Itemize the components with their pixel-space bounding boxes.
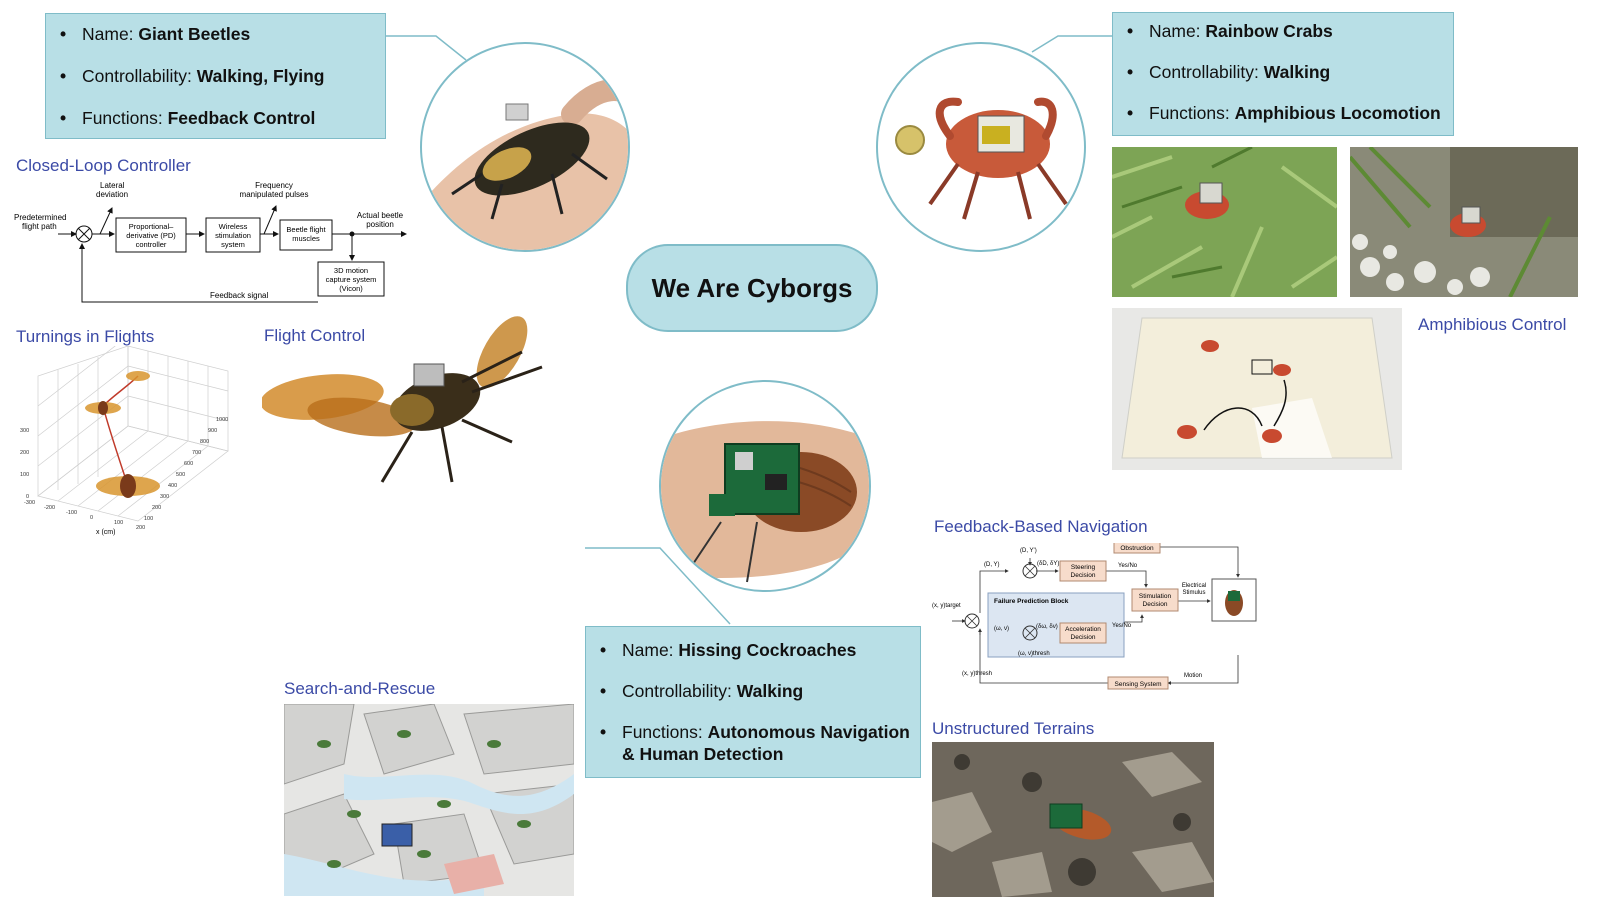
plot-z-ticks: 0 100 200 300 bbox=[20, 428, 29, 500]
svg-text:900: 900 bbox=[208, 428, 217, 434]
search-rescue-illustration bbox=[284, 704, 574, 896]
roach-control-row: Controllability: Walking bbox=[586, 680, 920, 702]
svg-text:200: 200 bbox=[20, 450, 29, 456]
plot-x-ticks: -300 -200 -100 0 100 200 bbox=[24, 500, 145, 531]
nav-uvthresh-label: (ω, ν)thresh bbox=[1018, 651, 1050, 657]
nav-stimulation-box bbox=[1131, 588, 1179, 612]
roach-hand-photo bbox=[659, 380, 871, 592]
roach-info-card: Name: Hissing Cockroaches Controllabilit… bbox=[585, 626, 921, 778]
unstructured-label: Unstructured Terrains bbox=[932, 719, 1095, 738]
nav-dd-label: (δD, δY) bbox=[1037, 561, 1059, 567]
cl-capture-box bbox=[317, 261, 385, 297]
unstructured-terrain-photo bbox=[932, 742, 1214, 897]
beetle-hand-photo bbox=[420, 42, 630, 252]
svg-text:100: 100 bbox=[144, 516, 153, 522]
nav-sensing-label: Sensing System bbox=[1115, 681, 1162, 688]
nav-target-label: (x, y)target bbox=[932, 603, 961, 609]
nav-acceleration-box bbox=[1059, 622, 1107, 644]
cl-wireless-box bbox=[205, 217, 261, 253]
nav-sum-2 bbox=[1022, 563, 1038, 579]
closed-loop-label: Closed-Loop Controller bbox=[16, 156, 191, 175]
cl-pd-label: Proportional–derivative (PD)controller bbox=[126, 222, 176, 249]
svg-text:1000: 1000 bbox=[216, 417, 228, 423]
plot-y-ticks: 1000 900 800 700 600 500 400 300 200 100 bbox=[144, 417, 228, 522]
crab-arena-photo bbox=[1112, 308, 1402, 470]
svg-text:500: 500 bbox=[176, 472, 185, 478]
plot-xlabel: x (cm) bbox=[96, 529, 115, 536]
roach-functions-row: Functions: Autonomous Navigation & Human… bbox=[586, 721, 920, 765]
roach-name-row: Name: Hissing Cockroaches bbox=[586, 639, 920, 661]
page-title: We Are Cyborgs bbox=[626, 244, 878, 332]
nav-failure-label: Failure Prediction Block bbox=[994, 598, 1069, 605]
nav-motion-label: Motion bbox=[1184, 673, 1202, 679]
nav-yesno2-label: Yes/No bbox=[1112, 623, 1132, 629]
svg-text:100: 100 bbox=[20, 472, 29, 478]
crab-name-row: Name: Rainbow Crabs bbox=[1113, 20, 1453, 42]
svg-text:0: 0 bbox=[26, 494, 29, 500]
nav-steering-box bbox=[1059, 560, 1107, 582]
nav-xythresh-label: (x, y)thresh bbox=[962, 671, 992, 677]
nav-sum-3 bbox=[1022, 625, 1038, 641]
crab-coin-photo bbox=[876, 42, 1086, 252]
flight-control-label: Flight Control bbox=[264, 326, 366, 345]
nav-du-label: (δω, δν) bbox=[1036, 624, 1058, 630]
feedback-nav-diagram: (x, y)target (D, Y) (D, Y') (δD, δY) Ste… bbox=[932, 543, 1257, 690]
nav-obstruction-box bbox=[1113, 543, 1161, 554]
nav-sensing-box bbox=[1107, 676, 1169, 690]
nav-dy-label: (D, Y) bbox=[984, 562, 1000, 568]
cl-muscles-box bbox=[279, 219, 333, 251]
crab-functions-row: Functions: Amphibious Locomotion bbox=[1113, 102, 1453, 124]
nav-uv-label: (ω, ν) bbox=[994, 626, 1009, 632]
search-rescue-label: Search-and-Rescue bbox=[284, 679, 436, 698]
feedback-nav-label: Feedback-Based Navigation bbox=[934, 517, 1148, 536]
amphibious-label: Amphibious Control bbox=[1418, 315, 1567, 334]
crab-grass-photo bbox=[1112, 147, 1337, 297]
svg-text:700: 700 bbox=[192, 450, 201, 456]
crab-control-row: Controllability: Walking bbox=[1113, 61, 1453, 83]
svg-text:100: 100 bbox=[114, 520, 123, 526]
svg-text:200: 200 bbox=[152, 505, 161, 511]
beetle-name-row: Name: Giant Beetles bbox=[46, 23, 385, 45]
nav-dyprime-label: (D, Y') bbox=[1020, 548, 1037, 554]
svg-text:0: 0 bbox=[90, 515, 93, 521]
turnings-3d-plot: x (cm) -300 -200 -100 0 100 200 1000 900… bbox=[20, 346, 229, 536]
svg-text:300: 300 bbox=[20, 428, 29, 434]
crab-water-photo bbox=[1350, 147, 1578, 297]
beetle-functions-row: Functions: Feedback Control bbox=[46, 107, 385, 129]
nav-yesno1-label: Yes/No bbox=[1118, 563, 1138, 569]
nav-obstruction-label: Obstruction bbox=[1120, 545, 1154, 552]
svg-text:600: 600 bbox=[184, 461, 193, 467]
beetle-control-row: Controllability: Walking, Flying bbox=[46, 65, 385, 87]
beetle-info-card: Name: Giant Beetles Controllability: Wal… bbox=[45, 13, 386, 139]
flying-beetle-photo bbox=[262, 316, 543, 483]
svg-text:400: 400 bbox=[168, 483, 177, 489]
nav-sum-1 bbox=[964, 613, 980, 629]
svg-text:800: 800 bbox=[200, 439, 209, 445]
cl-feedback-label: Feedback signal bbox=[210, 291, 268, 300]
svg-text:-300: -300 bbox=[24, 500, 35, 506]
turnings-label: Turnings in Flights bbox=[16, 327, 155, 346]
cl-pd-box bbox=[115, 217, 187, 253]
svg-text:200: 200 bbox=[136, 525, 145, 531]
svg-text:-200: -200 bbox=[44, 505, 55, 511]
svg-text:300: 300 bbox=[160, 494, 169, 500]
svg-text:-100: -100 bbox=[66, 510, 77, 516]
crab-info-card: Name: Rainbow Crabs Controllability: Wal… bbox=[1112, 12, 1454, 136]
